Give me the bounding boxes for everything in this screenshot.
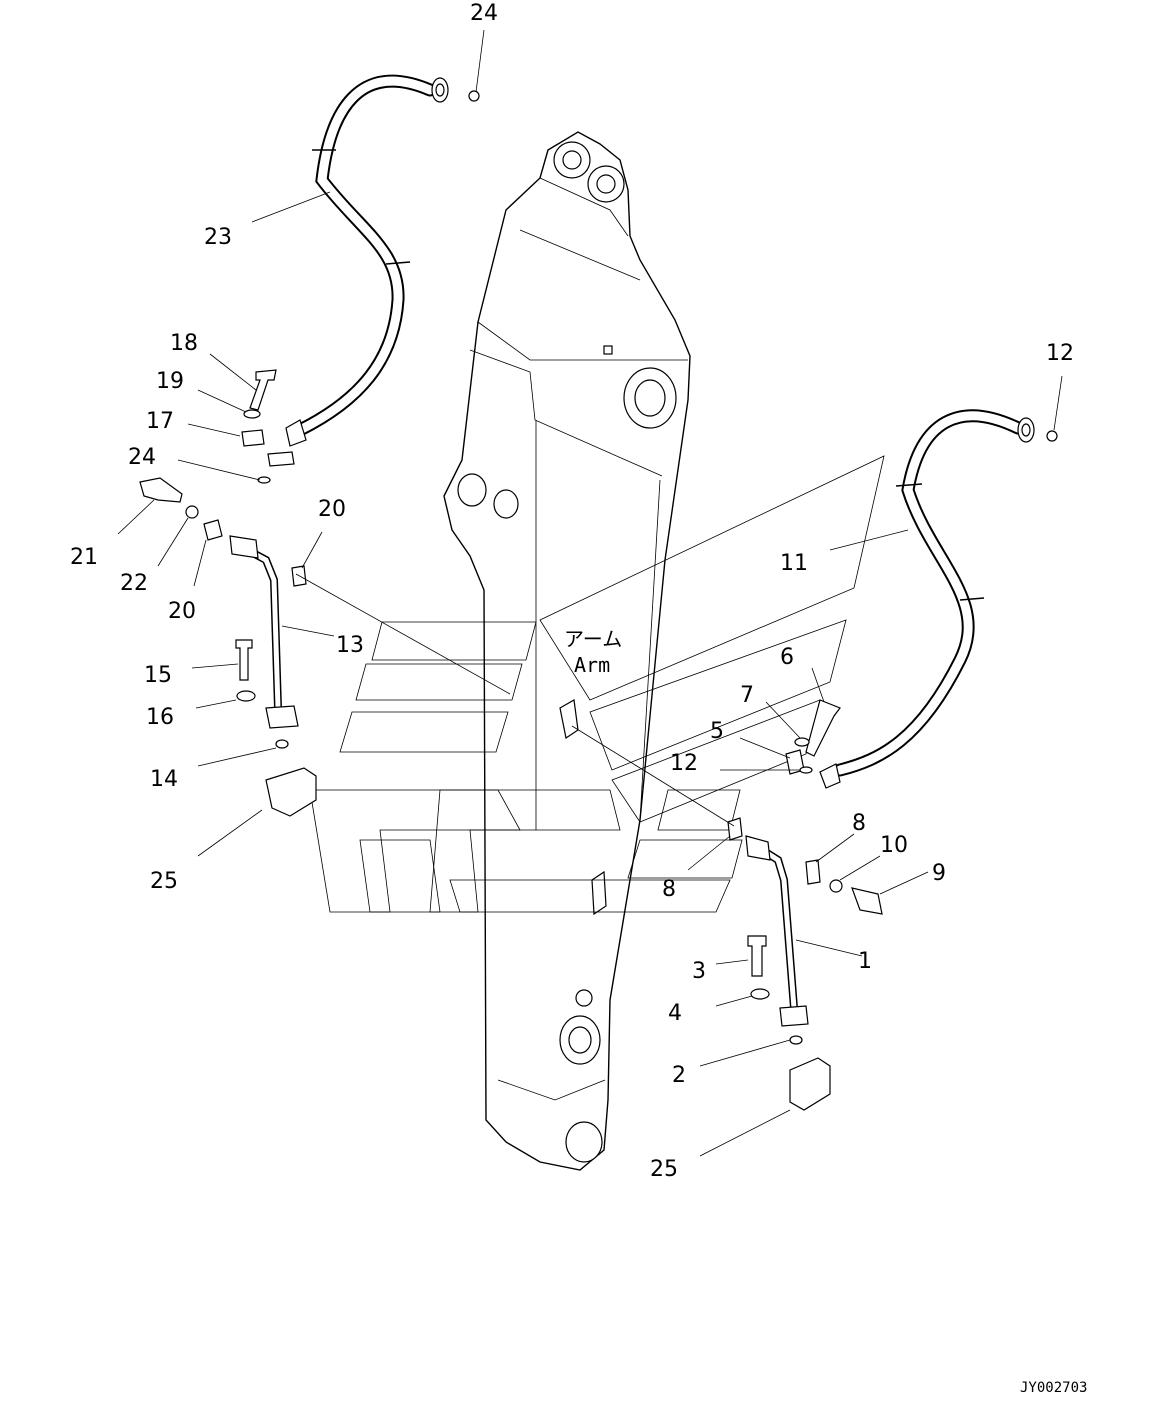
drawing-code: JY002703	[1020, 1380, 1087, 1396]
arm-body	[443, 131, 691, 1171]
callout-20-left: 20	[168, 599, 196, 624]
callout-18: 18	[170, 331, 198, 356]
callout-19: 19	[156, 369, 184, 394]
small-parts	[139, 90, 1058, 1111]
callout-24-top: 24	[470, 1, 498, 26]
callout-4: 4	[668, 1001, 682, 1026]
callout-2: 2	[672, 1063, 686, 1088]
callout-12-mid: 12	[670, 751, 698, 776]
pipe-13	[229, 535, 299, 729]
callout-25-right: 25	[650, 1157, 678, 1182]
callout-1: 1	[858, 949, 872, 974]
callout-14: 14	[150, 767, 178, 792]
callout-11: 11	[780, 551, 808, 576]
pipe-1	[745, 835, 809, 1027]
callout-12-top: 12	[1046, 341, 1074, 366]
callout-20-upper: 20	[318, 497, 346, 522]
callout-7: 7	[740, 683, 754, 708]
callout-3: 3	[692, 959, 706, 984]
callout-25-left: 25	[150, 869, 178, 894]
hose-11	[819, 409, 1035, 789]
callout-23: 23	[204, 225, 232, 250]
callout-10: 10	[880, 833, 908, 858]
callout-16: 16	[146, 705, 174, 730]
callout-13: 13	[336, 633, 364, 658]
callouts: 24 23 18 19 17 24 21 22 20 20 13 15 16 1…	[70, 1, 1074, 1182]
callout-6: 6	[780, 645, 794, 670]
arm-label-jp: アーム	[564, 627, 622, 651]
callout-5: 5	[710, 719, 724, 744]
callout-9: 9	[932, 861, 946, 886]
callout-22: 22	[120, 571, 148, 596]
callout-8-right: 8	[852, 811, 866, 836]
watermark-logo	[309, 455, 885, 913]
leader-lines	[117, 29, 1063, 1157]
hose-23	[267, 74, 449, 467]
callout-17: 17	[146, 409, 174, 434]
callout-8-left: 8	[662, 877, 676, 902]
callout-15: 15	[144, 663, 172, 688]
callout-24-left: 24	[128, 445, 156, 470]
arm-label-en: Arm	[574, 653, 610, 677]
callout-21: 21	[70, 545, 98, 570]
